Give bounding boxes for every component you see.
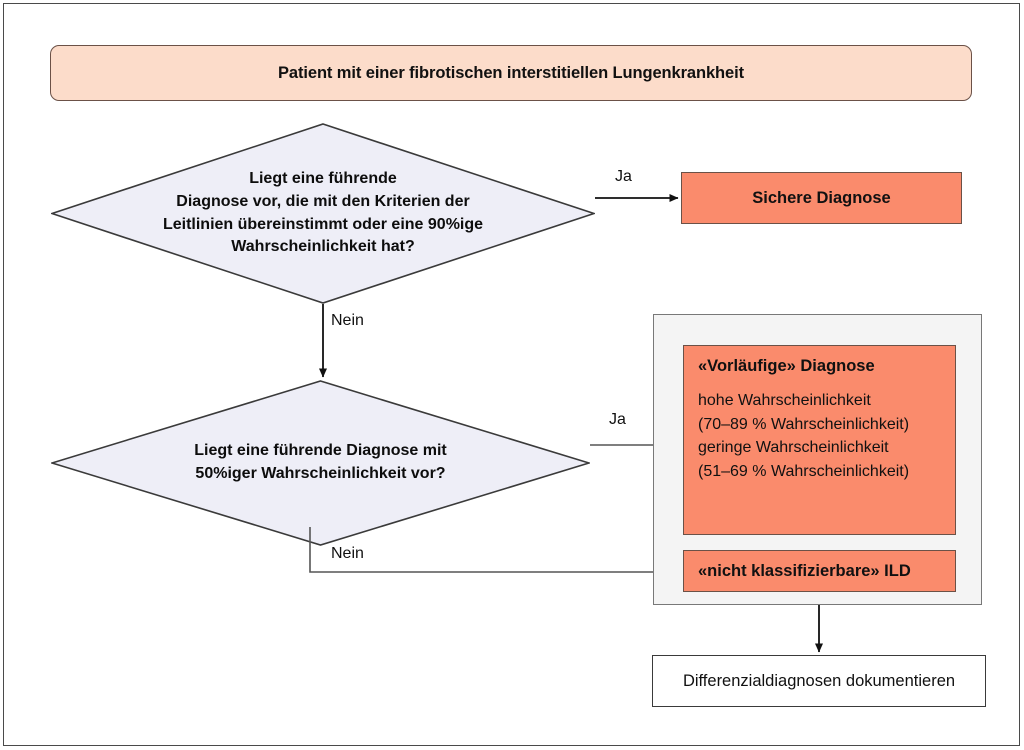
decision-1-shape — [51, 123, 595, 304]
edge-label-decision-2-no: Nein — [331, 545, 364, 562]
header-box-label: Patient mit einer fibrotischen interstit… — [278, 63, 744, 82]
outcome-box-documentation: Differenzialdiagnosen dokumentieren — [652, 655, 986, 707]
outcome-vorlaeufige-line-4: (51–69 % Wahrscheinlichkeit) — [698, 462, 910, 480]
decision-2-shape — [51, 380, 590, 546]
edge-label-decision-1-yes: Ja — [615, 168, 632, 185]
outcome-ild-label: «nicht klassifizierbare» ILD — [698, 561, 911, 580]
edge-label-decision-2-yes: Ja — [609, 411, 626, 428]
outcome-box-vorlaeufige-diagnose: «Vorläufige» Diagnose hohe Wahrscheinlic… — [683, 345, 956, 535]
header-box-patient: Patient mit einer fibrotischen interstit… — [50, 45, 972, 101]
outcome-vorlaeufige-line-3: geringe Wahrscheinlichkeit — [698, 439, 889, 457]
decision-diamond-1: Liegt eine führende Diagnose vor, die mi… — [51, 123, 595, 304]
outcome-documentation-label: Differenzialdiagnosen dokumentieren — [682, 671, 956, 690]
outcome-vorlaeufige-line-2: (70–89 % Wahrscheinlichkeit) — [698, 415, 910, 433]
outcome-box-sichere-diagnose: Sichere Diagnose — [681, 172, 962, 224]
decision-diamond-2: Liegt eine führende Diagnose mit 50%iger… — [51, 380, 590, 546]
outcome-box-unclassifiable-ild: «nicht klassifizierbare» ILD — [683, 550, 956, 592]
outcome-sichere-label: Sichere Diagnose — [752, 188, 891, 207]
outcome-vorlaeufige-title: «Vorläufige» Diagnose — [698, 357, 875, 375]
edge-label-decision-1-no: Nein — [331, 312, 364, 329]
outcome-vorlaeufige-line-1: hohe Wahrscheinlichkeit — [698, 392, 871, 409]
